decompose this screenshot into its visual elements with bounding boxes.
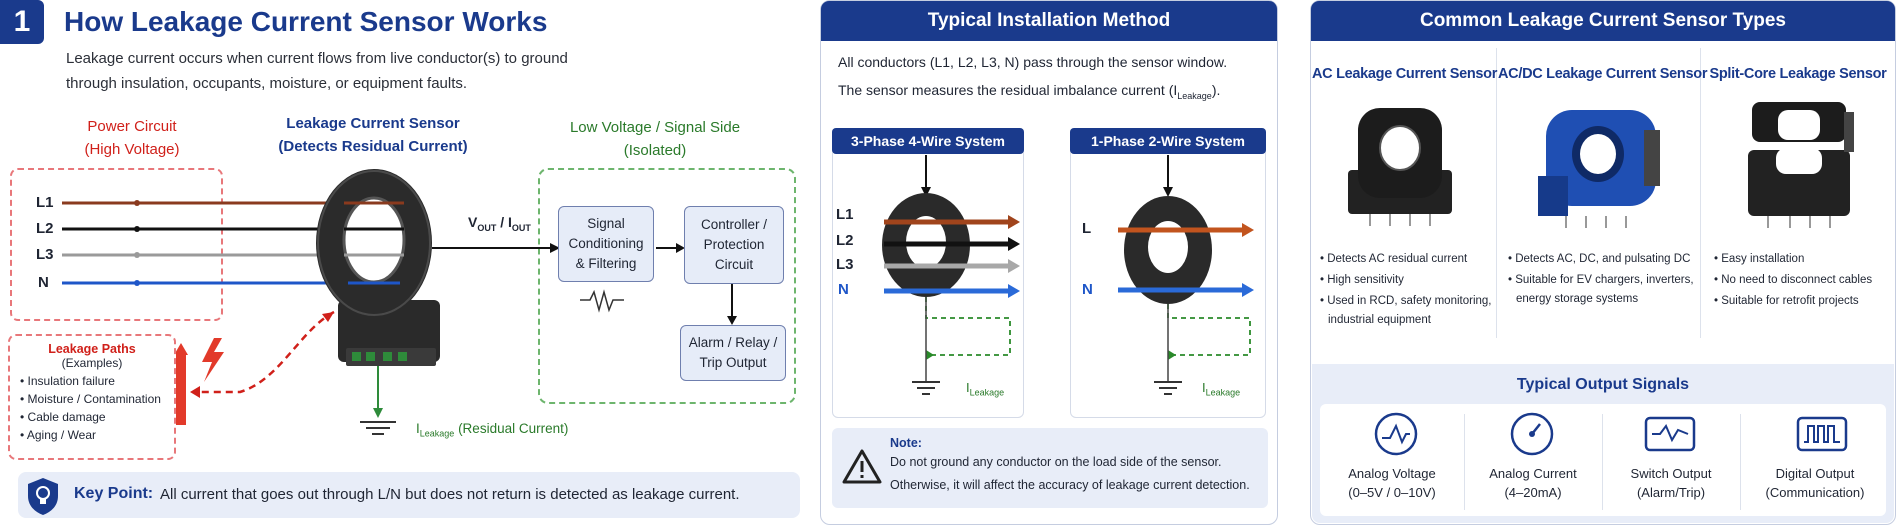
alarm-relay-box: Alarm / Relay /Trip Output xyxy=(680,325,786,381)
leakage-paths-title: Leakage Paths xyxy=(48,342,136,356)
analog-current-icon xyxy=(1510,412,1554,456)
split-sensor-bullets: • Easy installation • No need to disconn… xyxy=(1714,250,1896,311)
ac-sensor-bullets: • Detects AC residual current • High sen… xyxy=(1320,250,1496,330)
key-point-bar: Key Point: All current that goes out thr… xyxy=(18,472,800,518)
output-signals-title: Typical Output Signals xyxy=(1516,376,1690,393)
power-circuit-box xyxy=(10,168,223,321)
digital-output-icon xyxy=(1796,416,1848,452)
vout-iout-label: VOUT / IOUT xyxy=(468,214,531,233)
list-item: • Suitable for retrofit projects xyxy=(1714,295,1859,307)
key-point-text: All current that goes out through L/N bu… xyxy=(160,486,740,503)
output-divider-3 xyxy=(1740,414,1741,510)
wire-label-n: N xyxy=(38,274,49,291)
power-circuit-label: Power Circuit(High Voltage) xyxy=(84,118,180,158)
output-divider-2 xyxy=(1602,414,1603,510)
three-phase-title: 3-Phase 4-Wire System xyxy=(832,128,1024,154)
list-item: • No need to disconnect cables xyxy=(1714,274,1873,286)
note-line2: Otherwise, it will affect the accuracy o… xyxy=(890,478,1250,492)
output-signals-card xyxy=(1320,404,1886,516)
sensor-product-images xyxy=(1348,102,1854,228)
analog-voltage-icon xyxy=(1374,412,1418,456)
installation-diagrams xyxy=(882,155,1254,395)
list-item: industrial equipment xyxy=(1328,314,1431,326)
list-item: • Detects AC, DC, and pulsating DC xyxy=(1508,253,1691,265)
list-item: • Detects AC residual current xyxy=(1320,253,1468,265)
leakage-path-item: • Cable damage xyxy=(20,410,106,424)
switch-output-icon xyxy=(1644,416,1696,452)
type-title-acdc: AC/DC Leakage Current Sensor xyxy=(1498,66,1708,82)
ileakage-label: ILeakage (Residual Current) xyxy=(416,421,569,439)
three-phase-wire-l2: L2 xyxy=(836,232,854,249)
leakage-paths-box: Leakage Paths (Examples) • Insulation fa… xyxy=(8,334,176,460)
list-item: energy storage systems xyxy=(1516,293,1639,305)
single-phase-title: 1-Phase 2-Wire System xyxy=(1070,128,1266,154)
output-switch: Switch Output(Alarm/Trip) xyxy=(1630,466,1712,500)
intro-text-line1: Leakage current occurs when current flow… xyxy=(66,50,568,67)
output-analog-current: Analog Current(4–20mA) xyxy=(1489,466,1577,500)
type-divider-1 xyxy=(1496,48,1497,338)
list-item: • High sensitivity xyxy=(1320,274,1404,286)
sensor-label: Leakage Current Sensor(Detects Residual … xyxy=(278,115,468,155)
wire-label-l1: L1 xyxy=(36,194,54,211)
key-point-label: Key Point: xyxy=(74,485,154,502)
output-icons xyxy=(1374,412,1848,456)
warning-icon xyxy=(842,449,882,484)
type-title-split: Split-Core Leakage Sensor xyxy=(1709,66,1887,82)
output-divider-1 xyxy=(1464,414,1465,510)
intro-text-line2: through insulation, occupants, moisture,… xyxy=(66,75,468,92)
single-phase-wire-l: L xyxy=(1082,220,1092,237)
three-phase-wire-n: N xyxy=(838,281,849,298)
leakage-path-item: • Insulation failure xyxy=(20,374,115,388)
sensor-types-title: Common Leakage Current Sensor Types xyxy=(1311,1,1895,41)
list-item: • Easy installation xyxy=(1714,253,1805,265)
output-analog-voltage: Analog Voltage(0–5V / 0–10V) xyxy=(1348,466,1436,500)
installation-desc-line1: All conductors (L1, L2, L3, N) pass thro… xyxy=(838,54,1228,70)
installation-desc-line2: The sensor measures the residual imbalan… xyxy=(838,82,1221,101)
output-digital: Digital Output(Communication) xyxy=(1765,466,1865,500)
leakage-path-item: • Aging / Wear xyxy=(20,428,97,442)
three-phase-ileakage: ILeakage xyxy=(966,380,1005,398)
three-phase-wire-l1: L1 xyxy=(836,206,854,223)
type-divider-2 xyxy=(1700,48,1701,338)
low-voltage-box xyxy=(538,168,796,404)
type-title-ac: AC Leakage Current Sensor xyxy=(1312,66,1498,82)
page-title: How Leakage Current Sensor Works xyxy=(64,6,548,37)
output-signals-section: Typical Output Signals xyxy=(1312,364,1894,523)
three-phase-wire-l3: L3 xyxy=(836,256,854,273)
wire-label-l3: L3 xyxy=(36,246,54,263)
note-line1: Do not ground any conductor on the load … xyxy=(890,455,1222,469)
section-number-badge: 1 xyxy=(0,0,44,44)
low-voltage-label: Low Voltage / Signal Side(Isolated) xyxy=(569,119,741,159)
wire-label-l2: L2 xyxy=(36,220,54,237)
leakage-path-item: • Moisture / Contamination xyxy=(20,392,161,406)
list-item: • Used in RCD, safety monitoring, xyxy=(1320,295,1492,307)
note-label: Note: xyxy=(890,436,922,450)
acdc-sensor-bullets: • Detects AC, DC, and pulsating DC • Sui… xyxy=(1508,250,1700,309)
leakage-diagram-graphic xyxy=(62,169,737,435)
single-phase-wire-n: N xyxy=(1082,281,1093,298)
lightbulb-shield-icon xyxy=(28,478,58,515)
installation-panel-title: Typical Installation Method xyxy=(821,1,1277,41)
leakage-paths-subtitle: (Examples) xyxy=(61,356,123,370)
list-item: • Suitable for EV chargers, inverters, xyxy=(1508,274,1694,286)
single-phase-ileakage: ILeakage xyxy=(1202,380,1241,398)
note-box: Note: Do not ground any conductor on the… xyxy=(832,428,1268,508)
